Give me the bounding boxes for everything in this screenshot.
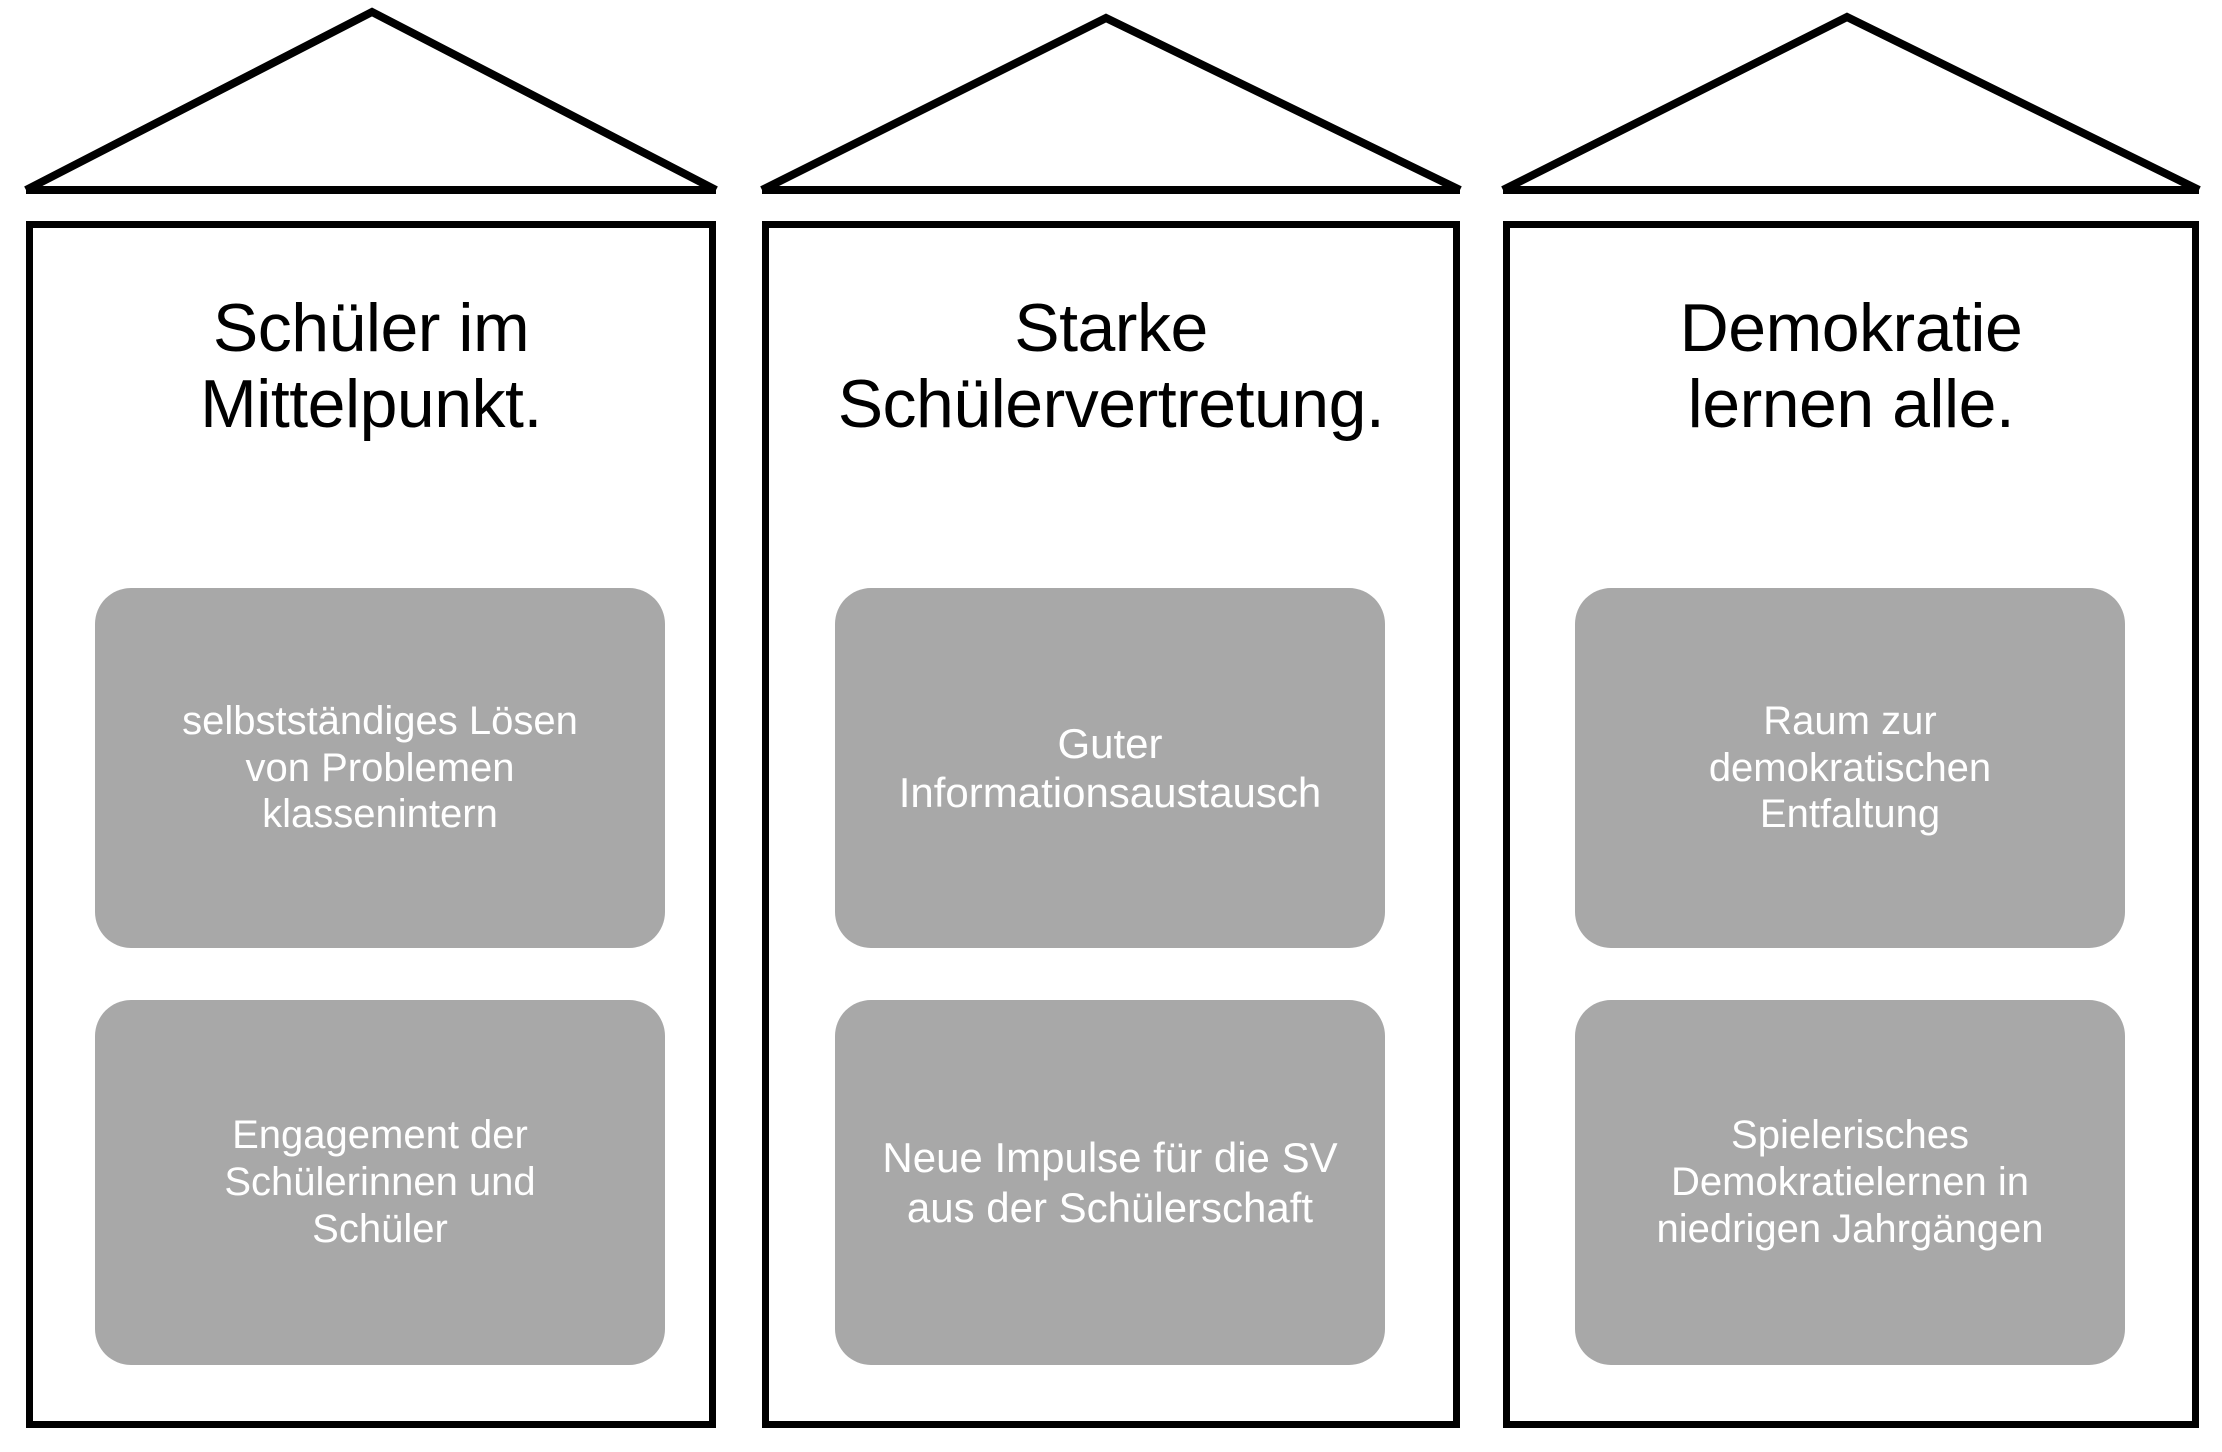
- pillar-3-chip-1: Raum zur demokratischen Entfaltung: [1575, 588, 2125, 948]
- pillar-3: Demokratie lernen alle. Raum zur demokra…: [1480, 0, 2222, 1452]
- pillar-2-title: Starke Schülervertretung.: [837, 290, 1385, 443]
- pillar-2-chip-1: Guter Informationsaustausch: [835, 588, 1385, 948]
- pillar-3-title: Demokratie lernen alle.: [1679, 290, 2023, 443]
- pillar-1-chip-2: Engagement der Schülerinnen und Schüler: [95, 1000, 665, 1365]
- pillar-3-chip-2: Spielerisches Demokratielernen in niedri…: [1575, 1000, 2125, 1365]
- pillar-2: Starke Schülervertretung. Guter Informat…: [740, 0, 1480, 1452]
- roof-2-icon: [760, 13, 1462, 194]
- roof-1-icon: [24, 7, 718, 194]
- roof-3-icon: [1501, 12, 2201, 194]
- pillar-1: Schüler im Mittelpunkt. selbstständiges …: [0, 0, 740, 1452]
- pillar-2-chip-2: Neue Impulse für die SV aus der Schülers…: [835, 1000, 1385, 1365]
- pillar-1-chip-1: selbstständiges Lösen von Problemen klas…: [95, 588, 665, 948]
- pillar-1-title: Schüler im Mittelpunkt.: [200, 290, 542, 443]
